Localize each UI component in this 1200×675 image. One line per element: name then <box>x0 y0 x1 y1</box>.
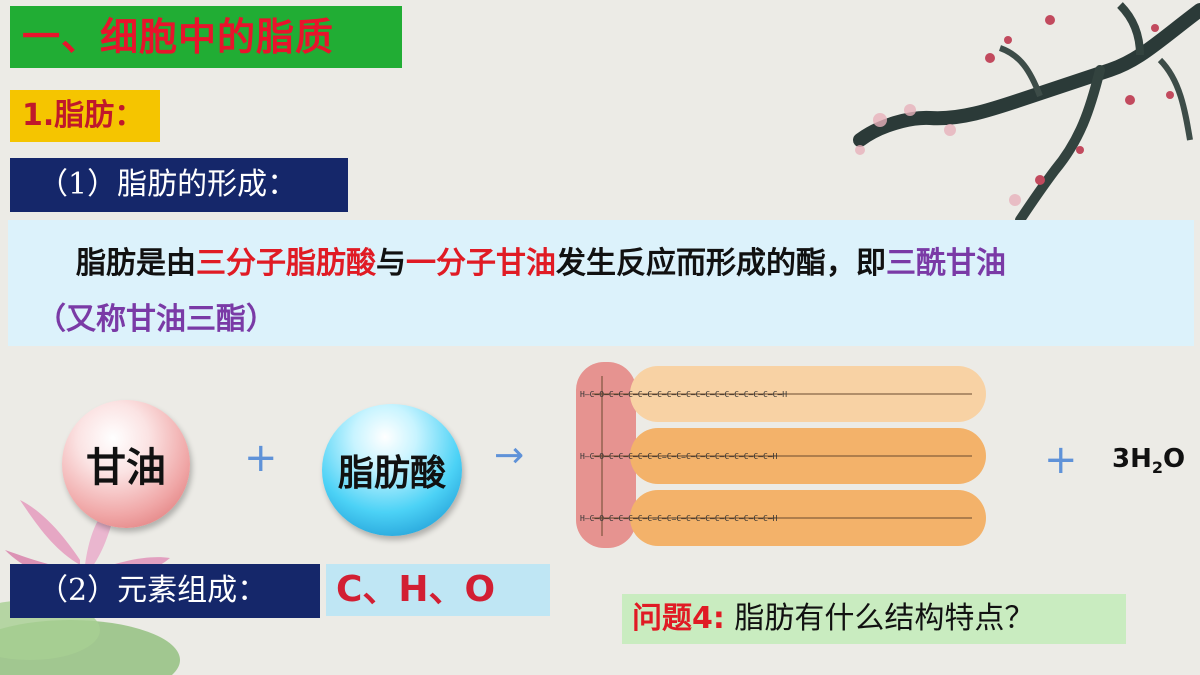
question-text: 脂肪有什么结构特点？ <box>734 601 1035 636</box>
plus-sign: + <box>244 435 278 481</box>
subtitle-badge: 1.脂肪： <box>10 90 160 142</box>
water-formula-subscript: 2 <box>1151 458 1163 478</box>
arrow-icon: → <box>494 435 525 476</box>
definition-highlight-fatty-acid: 三分子脂肪酸 <box>196 246 376 281</box>
definition-text: 与 <box>376 246 406 281</box>
section2-heading: （2）元素组成： <box>10 564 320 618</box>
question-box: 问题4: 脂肪有什么结构特点？ <box>622 594 1126 644</box>
section1-heading: （1）脂肪的形成： <box>10 158 348 212</box>
plum-branch-decoration <box>853 2 1200 225</box>
svg-text:H–C–O–C–C–C–C–C–C=C–C=C–C–C–C–: H–C–O–C–C–C–C–C–C=C–C=C–C–C–C–C–C–C–C–C–… <box>580 452 778 461</box>
water-formula-text: O <box>1163 444 1186 474</box>
definition-box: 脂肪是由三分子脂肪酸与一分子甘油发生反应而形成的酯，即三酰甘油 （又称甘油三酯） <box>8 220 1194 346</box>
definition-text: 脂肪是由 <box>76 246 196 281</box>
page-title: 一、细胞中的脂质 <box>10 6 402 68</box>
element-composition: C、H、O <box>326 564 550 616</box>
svg-text:H–C–O–C–C–C–C–C–C–C–C–C–C–C–C–: H–C–O–C–C–C–C–C–C–C–C–C–C–C–C–C–C–C–C–C–… <box>580 390 787 399</box>
question-label: 问题4: <box>632 601 725 636</box>
water-formula-text: 3H <box>1112 444 1152 474</box>
glycerol-ball: 甘油 <box>62 400 190 528</box>
definition-highlight-triacylglycerol: 三酰甘油 <box>886 246 1006 281</box>
definition-line1: 脂肪是由三分子脂肪酸与一分子甘油发生反应而形成的酯，即三酰甘油 <box>36 236 1166 292</box>
plus-sign: + <box>1044 437 1078 483</box>
triglyceride-molecule-diagram: H–C–O–C–C–C–C–C–C–C–C–C–C–C–C–C–C–C–C–C–… <box>576 362 986 548</box>
definition-text: 发生反应而形成的酯，即 <box>556 246 886 281</box>
fatty-acid-ball: 脂肪酸 <box>322 404 462 536</box>
svg-text:H–C–O–C–C–C–C–C=C–C=C–C–C–C–C–: H–C–O–C–C–C–C–C=C–C=C–C–C–C–C–C–C–C–C–C–… <box>580 514 778 523</box>
definition-highlight-glycerol: 一分子甘油 <box>406 246 556 281</box>
water-formula: 3H2O <box>1112 444 1185 477</box>
definition-line2: （又称甘油三酯） <box>36 302 276 337</box>
